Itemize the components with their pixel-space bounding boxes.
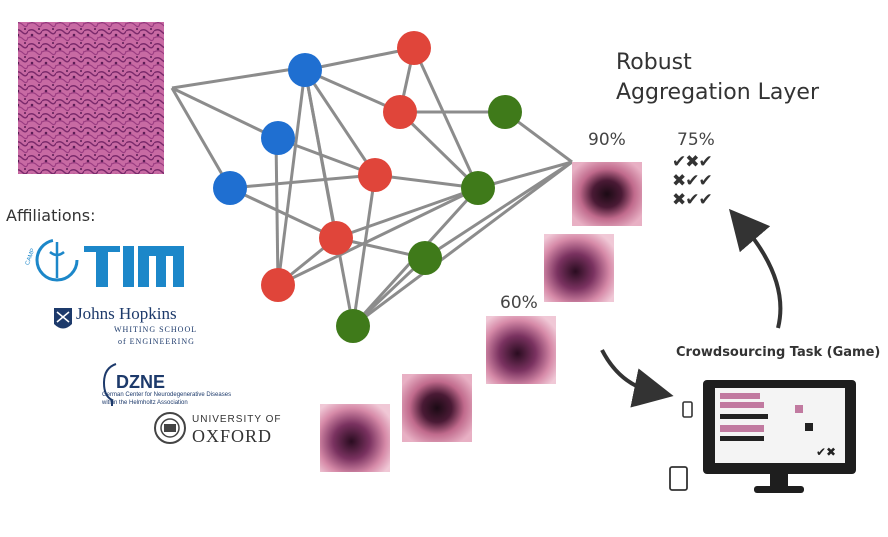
arrow-to-crowdsourcing [600, 349, 674, 408]
jhu-logo-subtext2: of ENGINEERING [118, 337, 195, 346]
phone-icon [682, 401, 693, 418]
dzne-logo-subtext2: within the Helmholtz Association [102, 400, 188, 406]
oxford-crest-icon [154, 412, 186, 444]
node-green [461, 171, 495, 205]
vote-marks: ✔✖✔ ✖✔✔ ✖✔✔ [672, 152, 713, 210]
affiliations-label: Affiliations: [6, 206, 96, 225]
aggregation-title-line1: Robust [616, 50, 692, 75]
svg-text:✔✖: ✔✖ [816, 445, 836, 459]
cell-patch [544, 234, 614, 302]
cell-patch [486, 316, 556, 384]
tum-logo [35, 238, 184, 287]
cell-patches [320, 162, 642, 472]
accuracy-60-label: 60% [500, 293, 538, 313]
monitor-icon: ✔✖ [703, 380, 856, 493]
vote-row: ✔✖✔ [672, 152, 713, 172]
oxford-logo-subtext: UNIVERSITY OF [192, 414, 282, 425]
oxford-logo-text: OXFORD [192, 426, 273, 446]
accuracy-90-label: 90% [588, 130, 626, 150]
node-green [336, 309, 370, 343]
dzne-logo-subtext1: German Center for Neurodegenerative Dise… [102, 392, 232, 398]
node-red [261, 268, 295, 302]
jhu-logo-subtext1: WHITING SCHOOL [114, 325, 198, 334]
vote-row: ✖✔✔ [672, 190, 713, 210]
dzne-head-icon [102, 363, 117, 406]
jhu-logo-text: Johns Hopkins [76, 304, 177, 323]
node-red [383, 95, 417, 129]
node-blue [261, 121, 295, 155]
arrow-to-aggregation [728, 208, 783, 329]
node-blue [213, 171, 247, 205]
node-blue [288, 53, 322, 87]
node-red [397, 31, 431, 65]
crowdsourcing-label: Crowdsourcing Task (Game) [676, 345, 881, 360]
node-green [408, 241, 442, 275]
tablet-icon [669, 466, 688, 491]
jhu-crest-icon [54, 308, 72, 329]
node-green [488, 95, 522, 129]
dzne-logo-text: DZNE [116, 372, 165, 392]
tissue-sample-image [18, 22, 164, 174]
node-red [319, 221, 353, 255]
aggregation-title: Robust Aggregation Layer [616, 48, 819, 108]
node-red [358, 158, 392, 192]
cell-patch [320, 404, 390, 472]
network-nodes [213, 31, 522, 343]
cell-patch [572, 162, 642, 226]
aggregation-title-line2: Aggregation Layer [616, 80, 819, 105]
vote-row: ✖✔✔ [672, 171, 713, 191]
accuracy-75-label: 75% [677, 130, 715, 150]
cell-patch [402, 374, 472, 442]
